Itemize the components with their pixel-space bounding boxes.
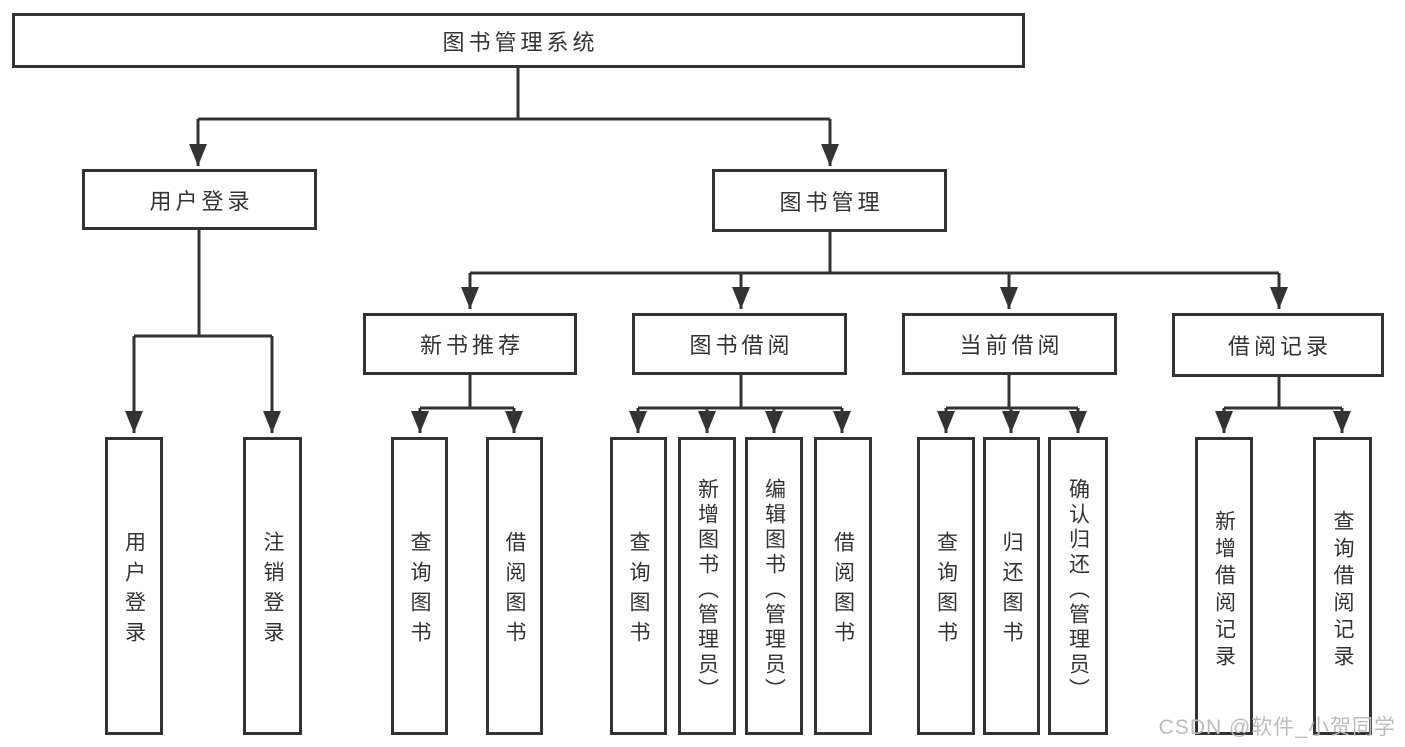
leaf-query-books-recommend-label: 查询图书 xyxy=(408,530,431,651)
leaf-user-login: 用户登录 xyxy=(105,437,163,735)
leaf-query-books-borrow: 查询图书 xyxy=(610,437,667,735)
leaf-logout-label: 注销登录 xyxy=(261,530,284,651)
leaf-query-borrow-record: 查询借阅记录 xyxy=(1313,437,1372,735)
leaf-add-book-admin: 新增图书（管理员） xyxy=(678,437,736,735)
node-book-borrow-label: 图书借阅 xyxy=(689,333,794,358)
node-borrow-records: 借阅记录 xyxy=(1172,313,1384,377)
node-user-login: 用户登录 xyxy=(82,169,317,230)
node-book-management-label: 图书管理 xyxy=(779,189,884,215)
leaf-confirm-return-admin: 确认归还（管理员） xyxy=(1048,437,1108,735)
node-current-borrow-label: 当前借阅 xyxy=(959,333,1064,358)
node-library-system: 图书管理系统 xyxy=(12,13,1025,68)
leaf-return-book-label: 归还图书 xyxy=(1000,530,1023,651)
leaf-edit-book-admin: 编辑图书（管理员） xyxy=(745,437,803,735)
leaf-query-books-current-label: 查询图书 xyxy=(934,530,958,651)
leaf-add-book-admin-label: 新增图书（管理员） xyxy=(695,478,719,703)
node-new-book-recommend: 新书推荐 xyxy=(363,313,577,375)
leaf-borrow-books-recommend: 借阅图书 xyxy=(486,437,543,735)
leaf-add-borrow-record-label: 新增借阅记录 xyxy=(1212,509,1236,672)
node-borrow-records-label: 借阅记录 xyxy=(1227,334,1332,359)
leaf-return-book: 归还图书 xyxy=(983,437,1040,735)
leaf-borrow-books-recommend-label: 借阅图书 xyxy=(503,530,526,651)
leaf-query-books-borrow-label: 查询图书 xyxy=(627,530,650,651)
leaf-add-borrow-record: 新增借阅记录 xyxy=(1195,437,1253,735)
leaf-query-books-recommend: 查询图书 xyxy=(391,437,448,735)
leaf-query-borrow-record-label: 查询借阅记录 xyxy=(1331,509,1354,672)
node-book-borrow: 图书借阅 xyxy=(632,313,847,375)
node-new-book-recommend-label: 新书推荐 xyxy=(419,333,524,358)
leaf-borrow-books-label: 借阅图书 xyxy=(831,530,855,651)
csdn-watermark: CSDN @软件_小贺同学 xyxy=(1158,716,1396,739)
leaf-user-login-label: 用户登录 xyxy=(122,530,146,651)
node-library-system-label: 图书管理系统 xyxy=(442,29,599,55)
node-current-borrow: 当前借阅 xyxy=(902,313,1117,375)
leaf-logout: 注销登录 xyxy=(243,437,302,735)
leaf-confirm-return-admin-label: 确认归还（管理员） xyxy=(1066,478,1090,703)
leaf-edit-book-admin-label: 编辑图书（管理员） xyxy=(762,478,786,703)
leaf-query-books-current: 查询图书 xyxy=(917,437,975,735)
leaf-borrow-books: 借阅图书 xyxy=(814,437,872,735)
node-book-management: 图书管理 xyxy=(712,169,947,232)
node-user-login-label: 用户登录 xyxy=(149,188,254,214)
